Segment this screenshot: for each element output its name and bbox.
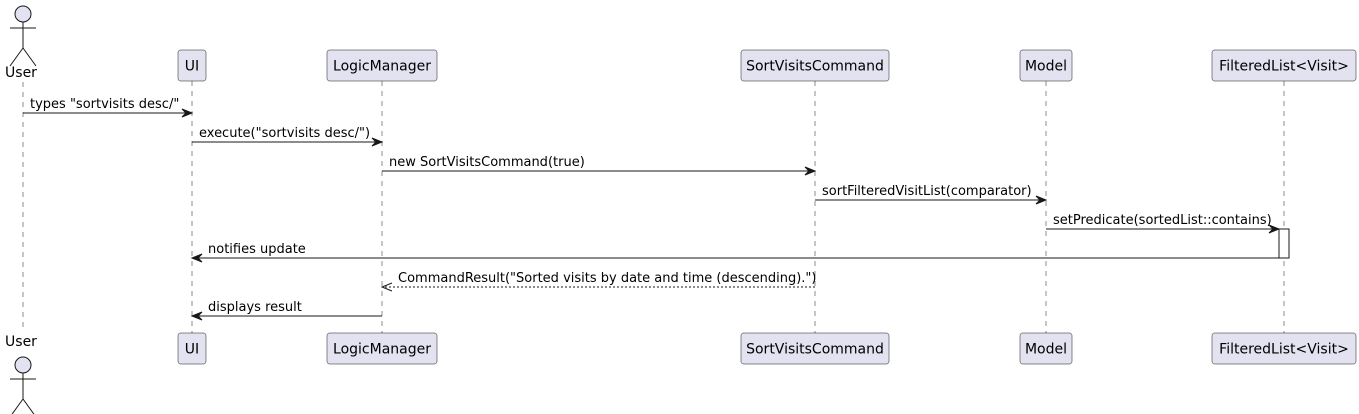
actor-head-icon	[14, 5, 32, 23]
actor-head-icon	[14, 356, 32, 374]
arrowhead-icon	[1268, 224, 1281, 234]
message-label: displays result	[208, 300, 302, 315]
participant-label: SortVisitsCommand	[746, 342, 884, 358]
actor-right-leg-icon	[22, 398, 35, 414]
arrowhead-icon	[190, 253, 203, 263]
message-2: execute("sortvisits desc/")	[192, 126, 384, 147]
message-6: notifies update	[190, 242, 1279, 263]
participant-logic-top: LogicManager	[326, 49, 438, 82]
message-label: setPredicate(sortedList::contains)	[1053, 213, 1272, 228]
arrowhead-icon	[181, 108, 194, 118]
message-label: types "sortvisits desc/"	[30, 97, 179, 112]
message-4: sortFilteredVisitList(comparator)	[815, 184, 1048, 205]
message-8: displays result	[190, 300, 382, 321]
message-1: types "sortvisits desc/"	[23, 97, 194, 118]
actor-left-leg-icon	[9, 47, 24, 67]
participant-label: User	[5, 65, 37, 81]
participant-cmd-top: SortVisitsCommand	[740, 49, 890, 82]
participant-label: FilteredList<Visit>	[1219, 342, 1349, 358]
actor-left-leg-icon	[11, 398, 24, 414]
participant-list-bottom: FilteredList<Visit>	[1211, 332, 1357, 365]
participant-label: UI	[185, 59, 199, 75]
participant-logic-bottom: LogicManager	[326, 332, 438, 365]
message-label: new SortVisitsCommand(true)	[389, 155, 585, 170]
actor-user-top: User	[5, 5, 37, 81]
arrowhead-icon	[380, 282, 393, 292]
message-label: CommandResult("Sorted visits by date and…	[398, 271, 816, 286]
message-label: execute("sortvisits desc/")	[199, 126, 370, 141]
arrowhead-icon	[190, 311, 203, 321]
participant-label: UI	[185, 342, 199, 358]
participant-model-bottom: Model	[1019, 332, 1073, 365]
arrowhead-icon	[1035, 195, 1048, 205]
actor-user-bottom: User	[5, 334, 37, 414]
actor-right-leg-icon	[22, 47, 37, 67]
participant-label: SortVisitsCommand	[746, 59, 884, 75]
participant-cmd-bottom: SortVisitsCommand	[740, 332, 890, 365]
activation-bar	[1278, 228, 1290, 259]
message-label: sortFilteredVisitList(comparator)	[822, 184, 1032, 199]
participant-label: LogicManager	[333, 59, 431, 75]
message-label: notifies update	[208, 242, 306, 257]
participant-label: FilteredList<Visit>	[1219, 59, 1349, 75]
participant-label: LogicManager	[333, 342, 431, 358]
message-7: CommandResult("Sorted visits by date and…	[380, 271, 816, 292]
participant-label: Model	[1025, 59, 1067, 75]
participant-model-top: Model	[1019, 49, 1073, 82]
participant-ui-top: UI	[177, 49, 207, 82]
message-5: setPredicate(sortedList::contains)	[1046, 213, 1281, 234]
participant-list-top: FilteredList<Visit>	[1211, 49, 1357, 82]
participant-label: Model	[1025, 342, 1067, 358]
arrowhead-icon	[371, 137, 384, 147]
participant-ui-bottom: UI	[177, 332, 207, 365]
participant-label: User	[5, 334, 37, 350]
arrowhead-icon	[804, 166, 817, 176]
message-3: new SortVisitsCommand(true)	[382, 155, 817, 176]
